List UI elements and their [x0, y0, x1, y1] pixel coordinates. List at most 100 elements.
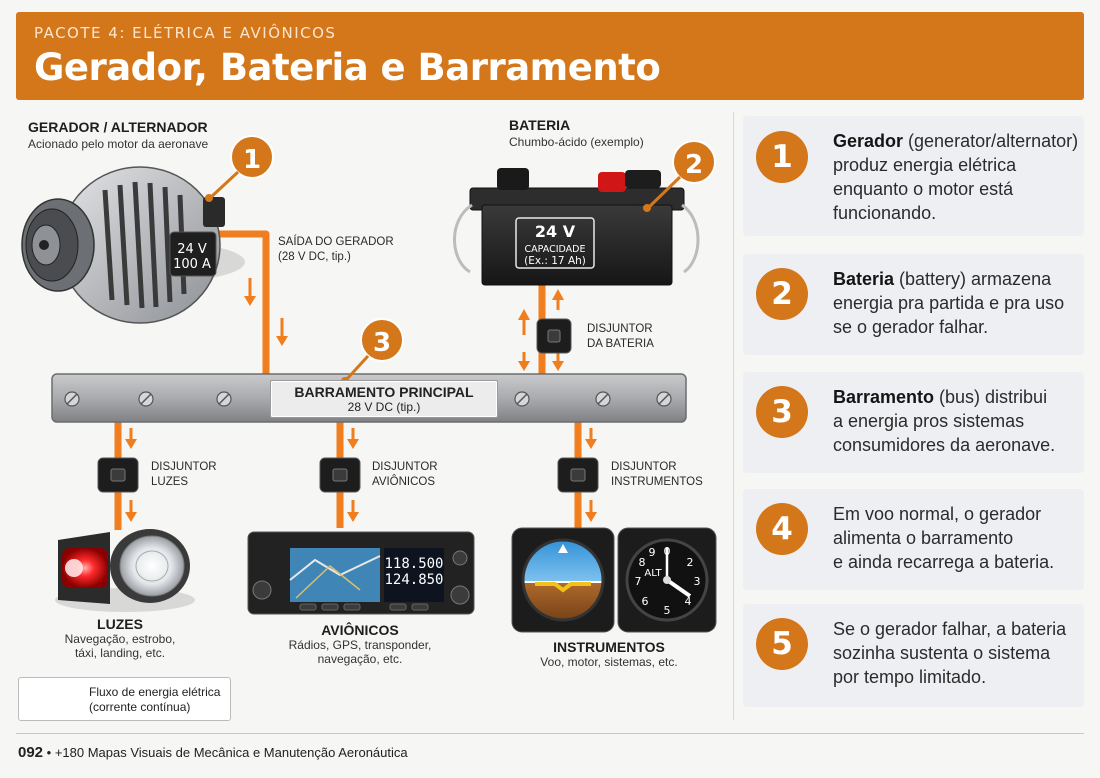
explanation-card-5: 5 Se o gerador falhar, a bateria sozinha…: [743, 604, 1084, 707]
explanation-card-2: 2 Bateria (battery) armazena energia pra…: [743, 254, 1084, 355]
avionics-radio-icon: [247, 531, 475, 615]
generator-output-line2: (28 V DC, tip.): [278, 251, 351, 263]
legend-line2: (corrente contínua): [89, 700, 191, 714]
battery-capacity-line2: (Ex.: 17 Ah): [524, 255, 586, 267]
svg-text:2: 2: [687, 556, 694, 569]
card-line2: alimenta o barramento: [833, 528, 1014, 548]
attitude-indicator-icon: [511, 527, 615, 633]
card-text: Barramento (bus) distribui a energia pro…: [833, 385, 1055, 457]
card-line1: (battery) armazena: [894, 269, 1052, 289]
alternator-plate-line1: 24 V: [177, 242, 207, 257]
card-line3: e ainda recarrega a bateria.: [833, 552, 1055, 572]
bus-subtitle: 28 V DC (tip.): [347, 400, 421, 414]
breaker-icons: [97, 318, 599, 493]
card-line4: funcionando.: [833, 203, 937, 223]
card-line3: se o gerador falhar.: [833, 317, 989, 337]
alternator-plate-line2: 100 A: [173, 257, 211, 272]
explanation-card-3: 3 Barramento (bus) distribui a energia p…: [743, 372, 1084, 473]
battery-breaker-line2: DA BATERIA: [587, 338, 654, 350]
card-line3: enquanto o motor está: [833, 179, 1014, 199]
legend-text: Fluxo de energia elétrica (corrente cont…: [89, 685, 220, 715]
battery-subtitle: Chumbo-ácido (exemplo): [509, 135, 644, 149]
avionics-desc-line1: Rádios, GPS, transponder,: [288, 638, 432, 652]
header-banner: PACOTE 4: ELÉTRICA E AVIÔNICOS Gerador, …: [16, 12, 1084, 100]
explanation-card-1: 1 Gerador (generator/alternator) produz …: [743, 116, 1084, 236]
avionics-breaker-line2: AVIÔNICOS: [372, 476, 436, 488]
generator-subtitle: Acionado pelo motor da aeronave: [28, 137, 209, 151]
footer: 092 • +180 Mapas Visuais de Mecânica e M…: [18, 744, 408, 761]
lights-title: LUZES: [97, 616, 143, 632]
explanation-card-4: 4 Em voo normal, o gerador alimenta o ba…: [743, 489, 1084, 590]
avionics-title: AVIÔNICOS: [321, 622, 399, 638]
section-kicker: PACOTE 4: ELÉTRICA E AVIÔNICOS: [34, 24, 337, 42]
card-bold-term: Bateria: [833, 269, 895, 289]
radio-standby-frequency: 124.850: [384, 572, 443, 588]
page-number: 092: [18, 744, 44, 761]
avionics-desc-line2: navegação, etc.: [317, 652, 403, 666]
card-text: Bateria (battery) armazena energia pra p…: [833, 267, 1064, 339]
card-bold-term: Gerador: [833, 131, 904, 151]
card-number: 5: [756, 618, 808, 670]
avionics-breaker-label: DISJUNTOR AVIÔNICOS: [372, 460, 438, 490]
instruments-desc: Voo, motor, sistemas, etc.: [540, 655, 678, 669]
altimeter-label: ALT: [644, 568, 662, 579]
battery-title: BATERIA: [509, 117, 571, 133]
lights-caption: LUZES Navegação, estrobo, táxi, landing,…: [65, 616, 176, 660]
card-line3: consumidores da aeronave.: [833, 435, 1056, 455]
card-line1: (generator/alternator): [903, 131, 1079, 151]
lights-breaker-label: DISJUNTOR LUZES: [151, 460, 217, 490]
legend: Fluxo de energia elétrica (corrente cont…: [18, 677, 231, 721]
svg-text:6: 6: [642, 595, 649, 608]
battery-breaker-line1: DISJUNTOR: [587, 323, 653, 335]
lights-breaker-line2: LUZES: [151, 476, 189, 488]
card-bold-term: Barramento: [833, 387, 935, 407]
svg-text:4: 4: [685, 595, 692, 608]
card-line2: energia pra partida e pra uso: [833, 293, 1065, 313]
card-number: 4: [756, 503, 808, 555]
bus-label-plate: BARRAMENTO PRINCIPAL 28 V DC (tip.): [270, 380, 498, 418]
svg-text:3: 3: [694, 575, 701, 588]
card-line3: por tempo limitado.: [833, 667, 987, 687]
card-line1: Em voo normal, o gerador: [833, 504, 1042, 524]
radio-active-frequency: 118.500: [384, 556, 443, 572]
badge-3-number: 3: [373, 328, 391, 358]
svg-text:7: 7: [635, 575, 642, 588]
card-number: 3: [756, 386, 808, 438]
badge-2-number: 2: [685, 150, 703, 180]
generator-title: GERADOR / ALTERNADOR: [28, 119, 208, 135]
card-line2: a energia pros sistemas: [833, 411, 1025, 431]
alternator-icon: [21, 166, 245, 324]
battery-capacity-line1: CAPACIDADE: [525, 244, 586, 255]
badge-1: [205, 135, 274, 202]
page-title: Gerador, Bateria e Barramento: [34, 46, 661, 89]
badge-2: [643, 140, 716, 212]
card-number: 2: [756, 268, 808, 320]
instruments-caption: INSTRUMENTOS Voo, motor, sistemas, etc.: [540, 639, 677, 669]
card-text: Em voo normal, o gerador alimenta o barr…: [833, 502, 1054, 574]
battery-voltage: 24 V: [535, 222, 576, 241]
column-divider: [733, 112, 734, 720]
instruments-breaker-line1: DISJUNTOR: [611, 461, 677, 473]
book-title: +180 Mapas Visuais de Mecânica e Manuten…: [54, 745, 408, 760]
battery-icon: [453, 168, 700, 286]
avionics-breaker-icon: [319, 457, 361, 493]
lights-desc-line2: táxi, landing, etc.: [74, 646, 166, 660]
instruments-breaker-line2: INSTRUMENTOS: [611, 476, 703, 488]
lights-icon: [55, 529, 195, 612]
card-line1: Se o gerador falhar, a bateria: [833, 619, 1067, 639]
instruments-breaker-label: DISJUNTOR INSTRUMENTOS: [611, 460, 703, 490]
altimeter-icon: 023 456 789: [617, 527, 717, 633]
card-number: 1: [756, 131, 808, 183]
card-text: Se o gerador falhar, a bateria sozinha s…: [833, 617, 1066, 689]
lights-breaker-icon: [97, 457, 139, 493]
footer-separator: •: [43, 745, 55, 760]
svg-text:5: 5: [664, 604, 671, 617]
flow-arrows: [125, 278, 597, 522]
svg-text:9: 9: [649, 546, 656, 559]
card-line2: produz energia elétrica: [833, 155, 1017, 175]
instruments-breaker-icon: [557, 457, 599, 493]
avionics-breaker-line1: DISJUNTOR: [372, 461, 438, 473]
lights-breaker-line1: DISJUNTOR: [151, 461, 217, 473]
lights-desc-line1: Navegação, estrobo,: [64, 632, 176, 646]
card-line1: (bus) distribui: [934, 387, 1048, 407]
